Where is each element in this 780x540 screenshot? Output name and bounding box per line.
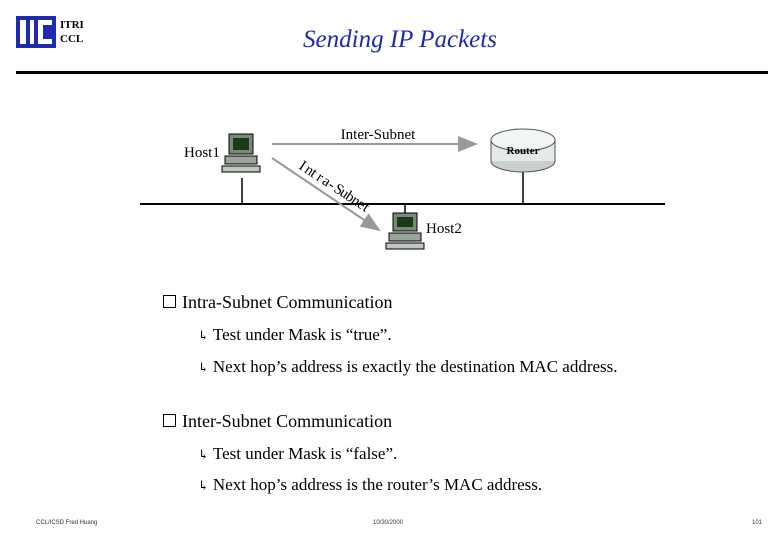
- bullet-intra-item1: ↳Test under Mask is “true”.: [198, 325, 618, 345]
- footer-date: 10/30/2000: [373, 520, 404, 526]
- intra-subnet-arrow: [271, 157, 381, 232]
- inter-subnet-label: Inter-Subnet: [341, 127, 417, 143]
- host2-label: Host2: [426, 221, 462, 237]
- test-under-mask-text: Test under Mask: [212, 444, 326, 463]
- next-hop-router-text: Next hop’s address is the router’s MAC a…: [212, 475, 543, 494]
- footer-author: CCL/ICSD Fred Huang: [36, 520, 98, 526]
- square-bullet-icon: [163, 295, 176, 308]
- test-under-mask-text: Test under Mask: [212, 325, 326, 344]
- host1-label: Host1: [184, 145, 220, 161]
- network-diagram: Host1 Host2 Router Inter-Subnet Intra-Su…: [140, 127, 665, 250]
- host1-computer-icon: [221, 133, 261, 204]
- false-text: is “false”.: [325, 444, 398, 463]
- arrow-bullet-icon: ↳: [198, 478, 209, 493]
- bullet-inter: Inter-Subnet Communication: [163, 411, 392, 432]
- footer-page-number: 101: [752, 520, 763, 526]
- org-line1: ITRI: [60, 19, 84, 31]
- bullet-intra-item2: ↳Next hop’s address is exactly the desti…: [198, 356, 618, 378]
- bullet-heading-inter: Inter-Subnet Communication: [182, 411, 393, 431]
- bullet-inter-item1: ↳Test under Mask is “false”.: [198, 444, 618, 464]
- itri-logo: [16, 16, 56, 48]
- router-label: Router: [507, 145, 540, 157]
- title-divider: [16, 71, 768, 74]
- arrow-bullet-icon: ↳: [198, 360, 209, 375]
- arrow-bullet-icon: ↳: [198, 447, 209, 462]
- next-hop-dest-text: Next hop’s address is exactly the destin…: [212, 357, 618, 376]
- intra-subnet-label: Intra-Subnet: [296, 158, 373, 216]
- org-line2: CCL: [60, 33, 84, 45]
- org-name: ITRI CCL: [60, 18, 84, 46]
- square-bullet-icon: [163, 414, 176, 427]
- bullet-intra: Intra-Subnet Communication: [163, 292, 392, 313]
- arrow-bullet-icon: ↳: [198, 328, 209, 343]
- page-title: Sending IP Packets: [303, 26, 497, 53]
- true-text: is “true”.: [325, 325, 392, 344]
- router-icon: [490, 128, 556, 204]
- host2-computer-icon: [385, 204, 425, 250]
- bullet-heading-intra: Intra-Subnet Communication: [182, 292, 393, 312]
- bullet-inter-item2: ↳Next hop’s address is the router’s MAC …: [198, 475, 618, 495]
